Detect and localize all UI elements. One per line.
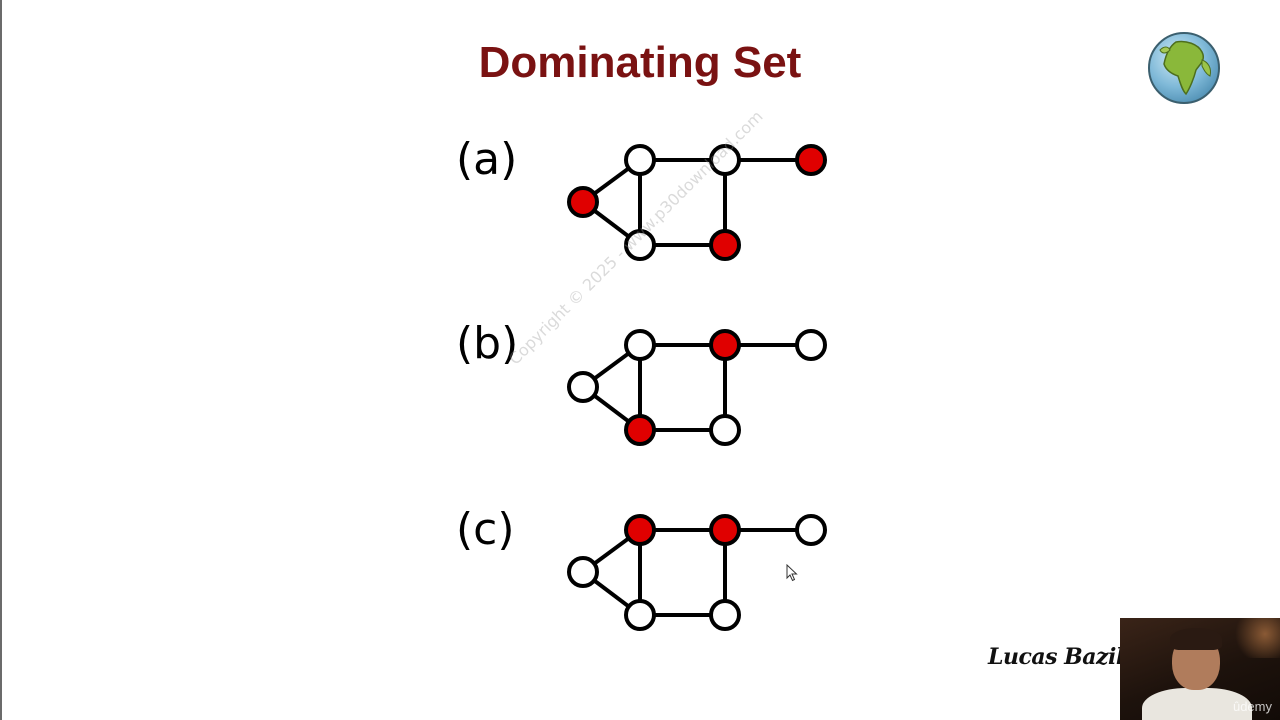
graph-b: [567, 329, 827, 446]
dominating-node-bottom-right: [709, 229, 741, 261]
graph-edge: [581, 158, 642, 204]
window-edge: [0, 0, 2, 720]
presenter-hair: [1170, 628, 1222, 650]
dominating-node-top-left: [624, 514, 656, 546]
dominating-node-far-right: [795, 144, 827, 176]
graph-node-bottom-right: [709, 599, 741, 631]
dominating-node-bottom-left: [624, 414, 656, 446]
dominating-node-top-right: [709, 514, 741, 546]
graph-edge: [581, 528, 642, 574]
slide-title: Dominating Set: [478, 38, 802, 87]
graph-node-bottom-left: [624, 599, 656, 631]
udemy-brand-text: ûdemy: [1232, 699, 1272, 714]
graph-node-left: [567, 556, 599, 588]
graph-label-a: (a): [456, 134, 518, 185]
webcam-light: [1230, 618, 1280, 658]
mouse-cursor-icon: [786, 564, 798, 582]
graph-node-left: [567, 371, 599, 403]
graph-node-far-right: [795, 329, 827, 361]
graph-label-b: (b): [456, 318, 519, 369]
presenter-body: [1142, 688, 1252, 720]
watermark-text: Copyright © 2025 - www.p30download.com: [505, 106, 767, 369]
webcam-overlay: ûdemy: [1120, 618, 1280, 720]
graph-edge: [581, 385, 642, 432]
globe-icon: [1148, 32, 1220, 104]
graph-label-c: (c): [456, 504, 515, 555]
graph-node-bottom-right: [709, 414, 741, 446]
dominating-node-left: [567, 186, 599, 218]
graph-node-far-right: [795, 514, 827, 546]
dominating-node-top-right: [709, 329, 741, 361]
author-name: Lucas Bazilio: [988, 644, 1146, 670]
graph-edge: [581, 343, 642, 389]
graph-node-top-left: [624, 329, 656, 361]
graph-node-top-left: [624, 144, 656, 176]
graph-edge: [581, 570, 642, 617]
